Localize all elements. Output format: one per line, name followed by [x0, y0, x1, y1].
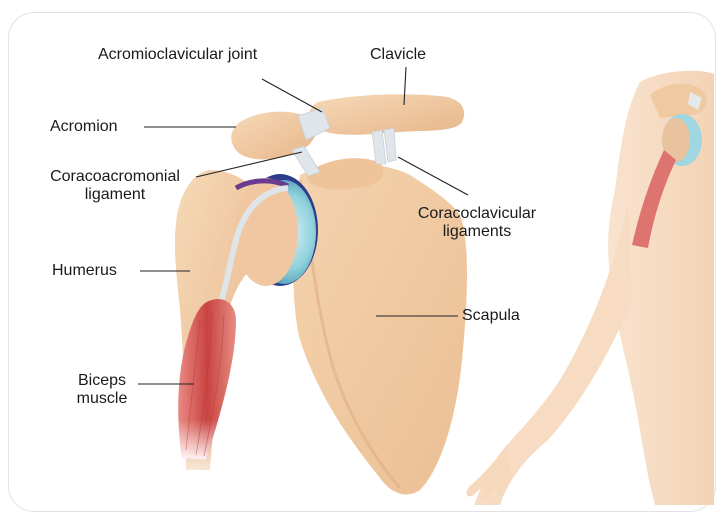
label-coracoacromonial-line2: ligament: [30, 186, 200, 204]
label-acromioclavicular-joint: Acromioclavicular joint: [98, 46, 257, 64]
label-coracoacromonial-line1: Coracoacromonial: [30, 168, 200, 186]
label-humerus: Humerus: [52, 262, 117, 280]
label-biceps-line1: Biceps: [64, 372, 140, 390]
label-coracoclavicular-line1: Coracoclavicular: [402, 205, 552, 223]
label-scapula: Scapula: [462, 307, 520, 325]
label-acromion: Acromion: [50, 118, 118, 136]
clavicle-bone: [309, 94, 464, 135]
label-biceps-muscle: Biceps muscle: [64, 372, 140, 408]
label-coracoacromonial-ligament: Coracoacromonial ligament: [30, 168, 200, 204]
label-clavicle: Clavicle: [370, 46, 426, 64]
label-biceps-line2: muscle: [64, 390, 140, 408]
leader-acromioclavicular: [262, 79, 322, 112]
body-silhouette: [466, 71, 714, 505]
label-coracoclavicular-ligaments: Coracoclavicular ligaments: [402, 205, 552, 241]
label-coracoclavicular-line2: ligaments: [402, 223, 552, 241]
